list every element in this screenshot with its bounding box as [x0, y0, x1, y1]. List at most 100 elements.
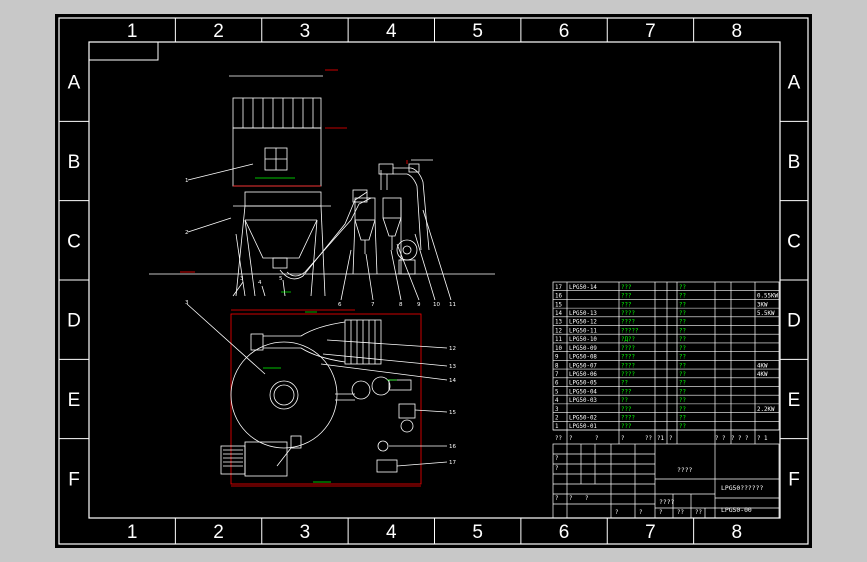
parts-row-code: LPG50-10	[569, 337, 597, 343]
zone-row-right-F: F	[788, 469, 800, 490]
title-mark: ?	[555, 496, 559, 502]
callout-10: 10	[433, 302, 440, 308]
parts-row-qty: ??	[679, 415, 686, 421]
parts-row-code: LPG50-06	[569, 372, 597, 378]
parts-row-no: 11	[555, 337, 562, 343]
callout-6: 6	[338, 302, 342, 308]
parts-row-rating: 4KW	[757, 363, 768, 369]
callout-7: 7	[371, 302, 375, 308]
zone-row-left-A: A	[68, 73, 81, 94]
parts-row-code: LPG50-11	[569, 328, 597, 334]
zone-col-bottom-8: 8	[732, 522, 743, 543]
parts-row-qty: ??	[679, 372, 686, 378]
parts-row-no: 10	[555, 346, 562, 352]
callout-17: 17	[449, 460, 456, 466]
callout-15: 15	[449, 410, 456, 416]
outer-border	[58, 17, 809, 545]
callout-plan-3: 3	[185, 300, 189, 306]
parts-row-no: 6	[555, 381, 559, 387]
parts-row-no: 12	[555, 328, 562, 334]
parts-row-no: 13	[555, 320, 562, 326]
callout-11: 11	[449, 302, 456, 308]
zone-row-right-B: B	[788, 152, 801, 173]
zone-row-right-E: E	[788, 390, 801, 411]
parts-row-no: 8	[555, 363, 559, 369]
zone-col-bottom-3: 3	[300, 522, 311, 543]
parts-row-code: LPG50-03	[569, 398, 597, 404]
parts-row-name: ?Д??	[621, 337, 635, 343]
parts-row-no: 9	[555, 355, 559, 361]
parts-row-code: LPG50-02	[569, 415, 597, 421]
parts-header-cell: ?1	[657, 436, 664, 442]
parts-row-qty: ??	[679, 398, 686, 404]
parts-row-code: LPG50-14	[569, 285, 597, 291]
parts-row-name: ??	[621, 381, 628, 387]
parts-row-code: LPG50-12	[569, 320, 597, 326]
parts-row-name: ????	[621, 346, 635, 352]
parts-row-qty: ??	[679, 363, 686, 369]
zone-ticks	[59, 18, 808, 544]
zone-col-top-5: 5	[472, 21, 483, 42]
parts-row-name: ?????	[621, 328, 638, 334]
zone-row-left-C: C	[67, 231, 81, 252]
title-mark: ?	[555, 456, 559, 462]
title-mark: ??	[695, 510, 702, 516]
callout-9: 9	[417, 302, 421, 308]
zone-col-top-3: 3	[300, 21, 311, 42]
title-mark: ?	[615, 510, 619, 516]
parts-row-name: ???	[621, 285, 631, 291]
parts-header-cell: ? ?	[731, 436, 741, 442]
title-drawing-name: LPG50??????	[721, 484, 763, 492]
zone-row-left-E: E	[68, 390, 81, 411]
parts-row-name: ????	[621, 363, 635, 369]
parts-row-name: ????	[621, 372, 635, 378]
parts-row-qty: ??	[679, 328, 686, 334]
parts-row-qty: ??	[679, 355, 686, 361]
title-mark: ?	[659, 510, 663, 516]
parts-row-name: ????	[621, 355, 635, 361]
title-mark: ?	[569, 496, 573, 502]
parts-row: 12 LPG50-11???????	[553, 328, 779, 335]
zone-col-bottom-4: 4	[386, 522, 397, 543]
parts-row-qty: ??	[679, 407, 686, 413]
parts-row: 15?????3KW	[553, 302, 779, 309]
parts-row-no: 1	[555, 424, 559, 430]
plan-view	[186, 303, 448, 487]
callout-5: 5	[279, 276, 283, 282]
parts-row-no: 3	[555, 407, 559, 413]
parts-row-rating: 4KW	[757, 372, 768, 378]
parts-row-no: 2	[555, 415, 559, 421]
parts-row-rating: 5.5KW	[757, 311, 775, 317]
zone-col-bottom-5: 5	[472, 522, 483, 543]
title-mark: ??	[677, 510, 684, 516]
parts-row-qty: ??	[679, 302, 686, 308]
inner-border	[88, 41, 781, 519]
zone-col-top-8: 8	[732, 21, 743, 42]
title-block	[552, 443, 780, 519]
zone-row-right-D: D	[787, 311, 801, 332]
title-scale-label: ????	[659, 498, 675, 506]
parts-row-qty: ??	[679, 285, 686, 291]
callout-13: 13	[449, 364, 456, 370]
parts-header-cell: ? ?	[715, 436, 725, 442]
parts-row-no: 15	[555, 302, 562, 308]
callout-12: 12	[449, 346, 456, 352]
parts-row-qty: ??	[679, 294, 686, 300]
parts-row-name: ???	[621, 389, 631, 395]
parts-row: 3?????2.2KW	[553, 407, 779, 413]
parts-header-cell: ?	[669, 436, 673, 442]
callout-8: 8	[399, 302, 403, 308]
parts-row-name: ???	[621, 302, 631, 308]
zone-col-bottom-7: 7	[645, 522, 656, 543]
corner-tab	[89, 42, 159, 61]
parts-row-no: 5	[555, 389, 559, 395]
